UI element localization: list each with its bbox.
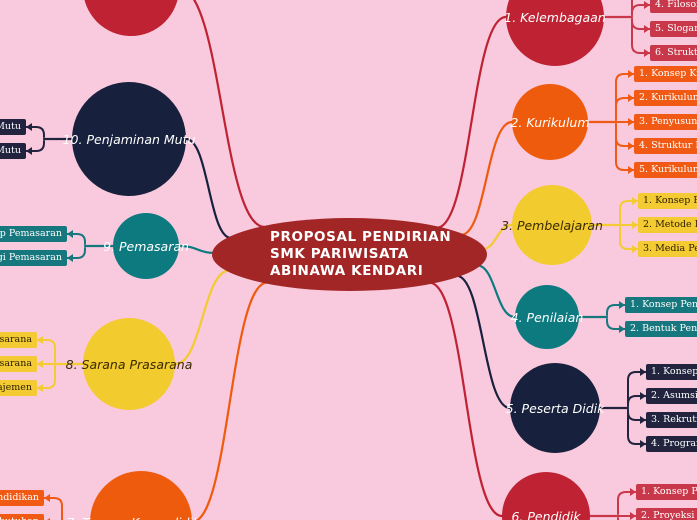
leaf-label: 3. Penyusunan Kurikulum bbox=[639, 116, 697, 127]
branch-5-leaf-1[interactable]: 1. Konsep Peserta Didik bbox=[646, 364, 697, 380]
leaf-label: 2. Strategi Pemasaran bbox=[0, 252, 62, 263]
branch-label-5: 5. Peserta Didik bbox=[505, 400, 605, 416]
branch-label-9: 9. Pemasaran bbox=[103, 238, 189, 254]
leaf-label: 2. Proyeksi Kebutuhan bbox=[0, 517, 39, 520]
branch-label-6: 6. Pendidik bbox=[511, 508, 581, 520]
leaf-label: 3. Standar Manajemen bbox=[0, 382, 32, 393]
leaf-label: 1. Konsep Sarana Prasarana bbox=[0, 334, 32, 345]
leaf-label: 2. Bentuk Penilaian bbox=[630, 323, 697, 334]
leaf-label: 2. Asumsi Peserta Didik bbox=[651, 390, 697, 401]
leaf-label: 3. Media Pembelajaran bbox=[643, 243, 697, 254]
branch-node-6[interactable]: 6. Pendidik bbox=[502, 472, 590, 520]
branch-6-leaf-1[interactable]: 1. Konsep Pendidik bbox=[636, 484, 697, 500]
branch-2-leaf-4[interactable]: 4. Struktur Kurikulum bbox=[634, 138, 697, 154]
branch-9-leaf-2[interactable]: 2. Strategi Pemasaran bbox=[0, 250, 67, 266]
leaf-label: 4. Struktur Kurikulum bbox=[639, 140, 697, 151]
leaf-label: 1. Konsep Pembelajaran bbox=[643, 195, 697, 206]
leaf-label: 2. Jenis Sarana Prasarana bbox=[0, 358, 32, 369]
central-topic-label: PROPOSAL PENDIRIAN SMK PARIWISATA ABINAW… bbox=[270, 229, 452, 279]
leaf-label: 5. Slogan bbox=[655, 23, 697, 34]
branch-2-leaf-5[interactable]: 5. Kurikulum Unggulan bbox=[634, 162, 697, 178]
branch-10-leaf-2[interactable]: 2. Sistem Penjaminan Mutu bbox=[0, 143, 26, 159]
leaf-label: 2. Sistem Penjaminan Mutu bbox=[0, 145, 21, 156]
branch-node-9[interactable]: 9. Pemasaran bbox=[103, 213, 189, 279]
branch-4-leaf-2[interactable]: 2. Bentuk Penilaian bbox=[625, 321, 697, 337]
branch-8-leaf-2[interactable]: 2. Jenis Sarana Prasarana bbox=[0, 356, 37, 372]
branch-5-leaf-3[interactable]: 3. Rekrutmen, Seleksi bbox=[646, 412, 697, 428]
branch-label-7: 7. Tenaga Kependidikan bbox=[60, 515, 221, 520]
branch-3-leaf-2[interactable]: 2. Metode Pembelajaran bbox=[638, 217, 697, 233]
branch-node-1[interactable]: 1. Kelembagaan bbox=[504, 0, 606, 66]
leaf-label: 4. Program Pengembangan bbox=[651, 438, 697, 449]
branch-label-3: 3. Pembelajaran bbox=[501, 217, 603, 233]
branch-5-leaf-4[interactable]: 4. Program Pengembangan bbox=[646, 436, 697, 452]
branch-1-leaf-3[interactable]: 5. Slogan bbox=[650, 21, 697, 37]
branch-2-leaf-2[interactable]: 2. Kurikulum Merdeka bbox=[634, 90, 697, 106]
leaf-label: 1. Konsep Peserta Didik bbox=[651, 366, 697, 377]
branch-node-3[interactable]: 3. Pembelajaran bbox=[501, 185, 603, 265]
leaf-label: 3. Rekrutmen, Seleksi bbox=[651, 414, 697, 425]
branch-4-leaf-1[interactable]: 1. Konsep Penilaian bbox=[625, 297, 697, 313]
branch-8-leaf-3[interactable]: 3. Standar Manajemen bbox=[0, 380, 37, 396]
branch-label-8: 8. Sarana Prasarana bbox=[65, 356, 193, 372]
branch-label-2: 2. Kurikulum bbox=[510, 114, 590, 130]
leaf-label: 2. Proyeksi Kebutuhan bbox=[641, 510, 697, 520]
leaf-label: 2. Kurikulum Merdeka bbox=[639, 92, 697, 103]
branch-6-leaf-2[interactable]: 2. Proyeksi Kebutuhan bbox=[636, 508, 697, 520]
branch-node-7[interactable]: 7. Tenaga Kependidikan bbox=[66, 471, 216, 520]
leaf-label: 2. Metode Pembelajaran bbox=[643, 219, 697, 230]
branch-3-leaf-1[interactable]: 1. Konsep Pembelajaran bbox=[638, 193, 697, 209]
branch-1-leaf-2[interactable]: 4. Filosofi Logo bbox=[650, 0, 697, 13]
leaf-label: 6. Struktur Organisasi bbox=[655, 47, 697, 58]
branch-2-leaf-3[interactable]: 3. Penyusunan Kurikulum bbox=[634, 114, 697, 130]
branch-7-leaf-1[interactable]: 1. Konsep Tenaga Kependidikan bbox=[0, 490, 44, 506]
leaf-label: 1. Konsep Penjaminan Mutu bbox=[0, 121, 21, 132]
branch-2-leaf-1[interactable]: 1. Konsep Kurikulum bbox=[634, 66, 697, 82]
central-topic-node[interactable]: PROPOSAL PENDIRIAN SMK PARIWISATA ABINAW… bbox=[212, 218, 487, 291]
branch-label-4: 4. Penilaian bbox=[510, 309, 584, 325]
leaf-label: 1. Konsep Tenaga Kependidikan bbox=[0, 492, 39, 503]
branch-node-10[interactable]: 10. Penjaminan Mutu bbox=[63, 82, 195, 196]
branch-node-2[interactable]: 2. Kurikulum bbox=[510, 84, 590, 160]
branch-8-leaf-1[interactable]: 1. Konsep Sarana Prasarana bbox=[0, 332, 37, 348]
branch-7-leaf-2[interactable]: 2. Proyeksi Kebutuhan bbox=[0, 514, 44, 520]
branch-node-8[interactable]: 8. Sarana Prasarana bbox=[66, 318, 192, 410]
leaf-label: 5. Kurikulum Unggulan bbox=[639, 164, 697, 175]
branch-3-leaf-3[interactable]: 3. Media Pembelajaran bbox=[638, 241, 697, 257]
branch-10-leaf-1[interactable]: 1. Konsep Penjaminan Mutu bbox=[0, 119, 26, 135]
branch-9-leaf-1[interactable]: 1. Konsep Pemasaran bbox=[0, 226, 67, 242]
branch-node-11[interactable]: 11. Keuangan bbox=[83, 0, 179, 36]
branch-5-leaf-2[interactable]: 2. Asumsi Peserta Didik bbox=[646, 388, 697, 404]
branch-label-10: 10. Penjaminan Mutu bbox=[62, 131, 196, 147]
leaf-label: 4. Filosofi Logo bbox=[655, 0, 697, 10]
leaf-label: 1. Konsep Pendidik bbox=[641, 486, 697, 497]
leaf-label: 1. Konsep Penilaian bbox=[630, 299, 697, 310]
branch-label-1: 1. Kelembagaan bbox=[504, 9, 606, 25]
branch-1-leaf-4[interactable]: 6. Struktur Organisasi bbox=[650, 45, 697, 61]
branch-node-4[interactable]: 4. Penilaian bbox=[511, 285, 583, 349]
branch-node-5[interactable]: 5. Peserta Didik bbox=[506, 363, 604, 453]
leaf-label: 1. Konsep Kurikulum bbox=[639, 68, 697, 79]
leaf-label: 1. Konsep Pemasaran bbox=[0, 228, 62, 239]
